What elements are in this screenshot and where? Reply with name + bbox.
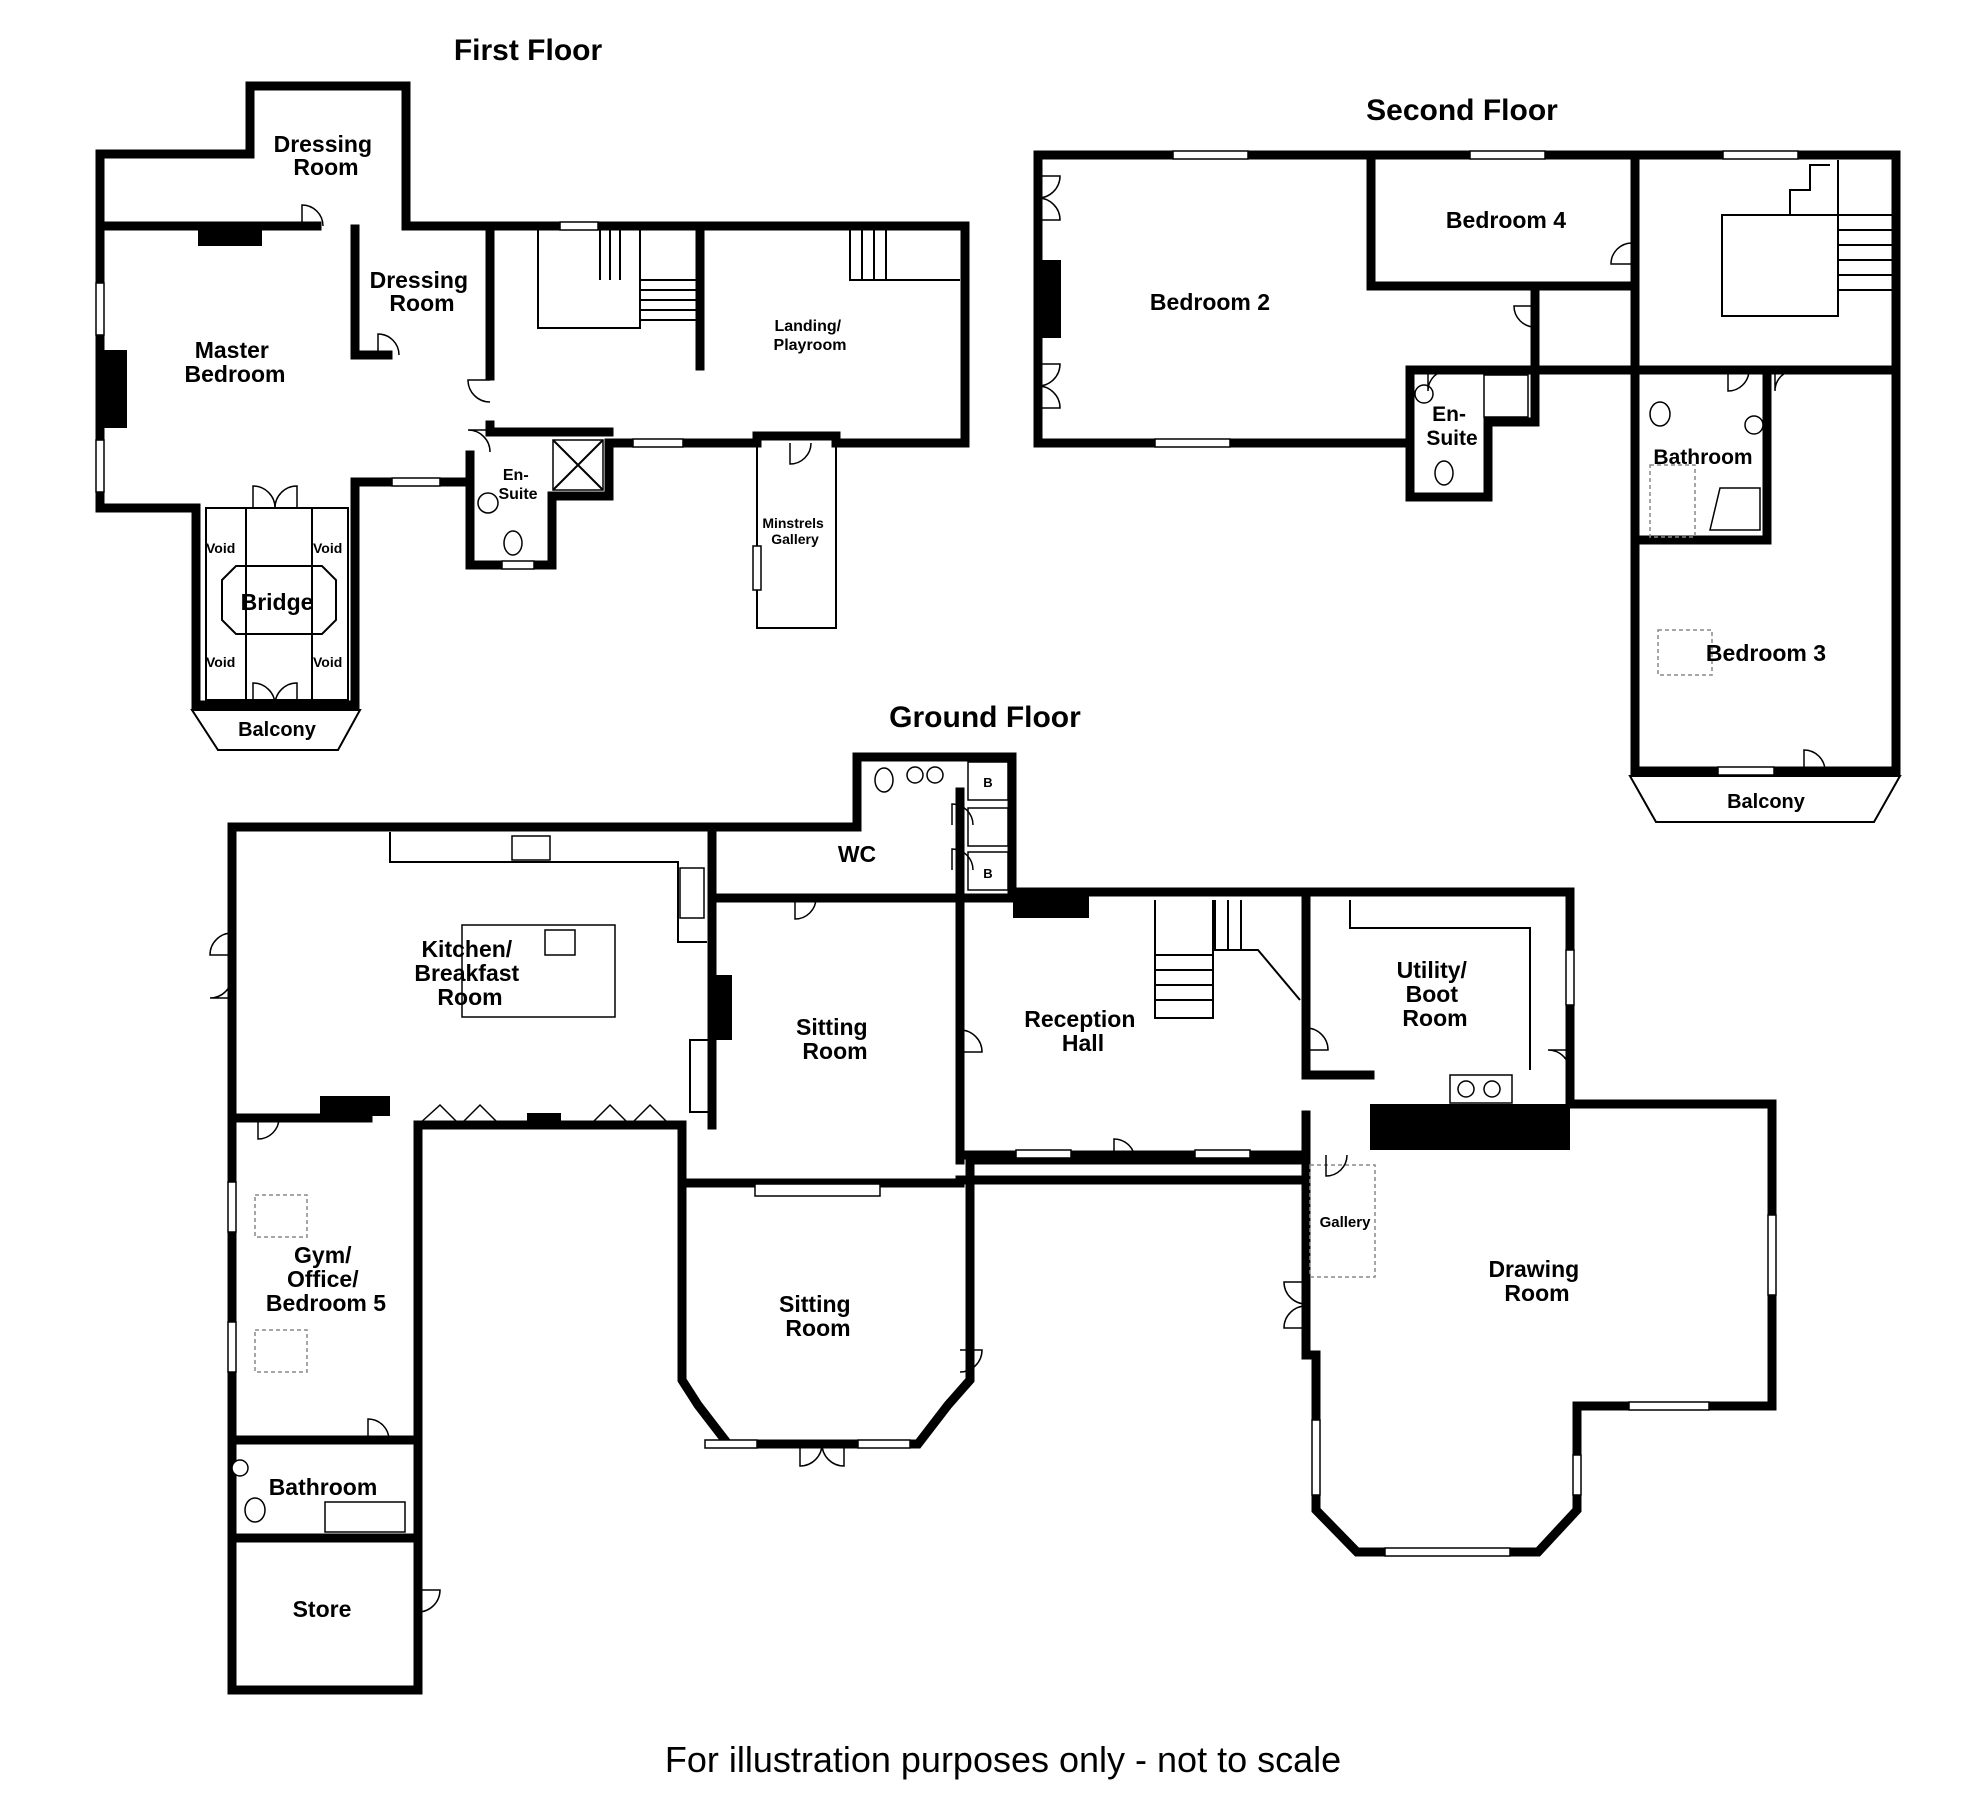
void-label: Void — [206, 540, 235, 556]
minstrels-gallery-label: Minstrels Gallery — [762, 515, 827, 547]
kitchen-label: Kitchen/ Breakfast Room — [414, 936, 525, 1010]
first-dressing-room-2-label: Dressing Room — [370, 267, 475, 316]
first-floor: First Floor — [95, 34, 970, 751]
second-en-suite-label: En- Suite — [1426, 403, 1477, 450]
gym-label: Gym/ Office/ Bedroom 5 — [266, 1242, 386, 1316]
boiler-label: B — [983, 866, 992, 881]
reception-hall-label: Reception Hall — [1024, 1006, 1142, 1056]
store-label: Store — [293, 1596, 352, 1622]
bedroom-3-label: Bedroom 3 — [1706, 640, 1826, 666]
first-en-suite-label: En- Suite — [498, 467, 537, 503]
boiler-label: B — [983, 775, 992, 790]
void-label: Void — [313, 540, 342, 556]
stairs — [537, 229, 960, 329]
ground-floor-title: Ground Floor — [889, 701, 1081, 734]
first-balcony-label: Balcony — [238, 719, 317, 741]
first-floor-title: First Floor — [454, 34, 603, 67]
utility-label: Utility/ Boot Room — [1397, 957, 1474, 1031]
bridge-label: Bridge — [241, 589, 314, 615]
second-floor: Second Floor — [1033, 94, 1902, 823]
first-dressing-room-1-label: Dressing Room — [274, 131, 379, 180]
second-balcony-label: Balcony — [1727, 791, 1806, 813]
second-bathroom-label: Bathroom — [1653, 446, 1752, 469]
ground-stairs — [1154, 900, 1301, 1019]
void-label: Void — [313, 654, 342, 670]
gallery-label: Gallery — [1320, 1214, 1372, 1231]
wc-label: WC — [838, 841, 876, 867]
bedroom-4-label: Bedroom 4 — [1446, 207, 1566, 233]
master-bedroom-label: Master Bedroom — [185, 337, 286, 387]
ground-bathroom-label: Bathroom — [269, 1474, 378, 1500]
sitting-room-1-label: Sitting Room — [796, 1014, 874, 1064]
disclaimer-footer: For illustration purposes only - not to … — [665, 1739, 1341, 1780]
sitting-room-2-label: Sitting Room — [779, 1291, 857, 1341]
ground-floor: Ground Floor — [209, 701, 1777, 1695]
second-floor-title: Second Floor — [1366, 94, 1558, 127]
landing-playroom-label: Landing/ Playroom — [774, 318, 847, 354]
void-label: Void — [206, 654, 235, 670]
bedroom-2-label: Bedroom 2 — [1150, 289, 1270, 315]
drawing-room-label: Drawing Room — [1488, 1256, 1585, 1306]
